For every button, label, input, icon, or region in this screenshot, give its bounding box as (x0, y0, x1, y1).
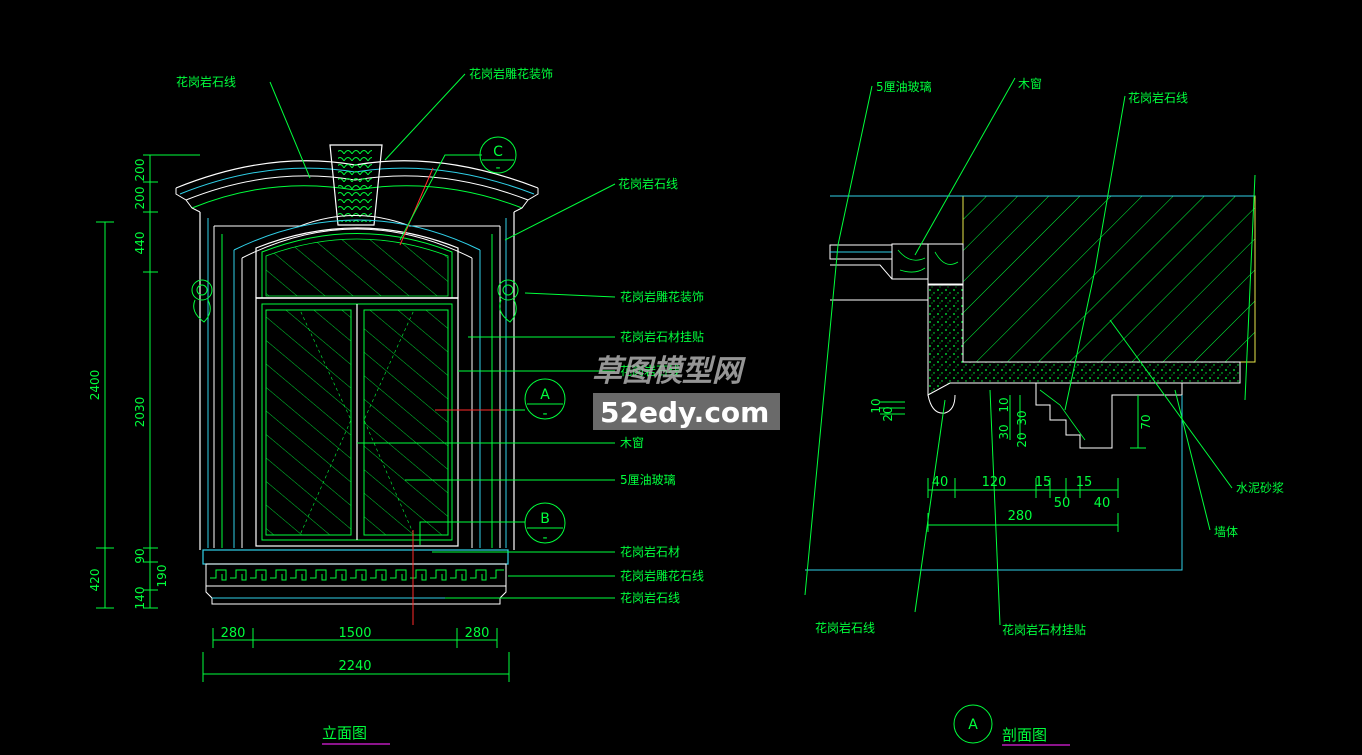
dim-sec-v20: 20 (1015, 432, 1029, 447)
dim-sec-40b: 40 (1094, 496, 1111, 511)
section-leaders (804, 77, 1233, 626)
window-surround (199, 212, 515, 550)
dim-sec-15a: 15 (1035, 475, 1052, 490)
frame-profile (829, 243, 964, 301)
label-sec-glass: 5厘油玻璃 (876, 80, 932, 94)
vertical-dimensions (96, 154, 200, 609)
keystone-ornament (329, 144, 383, 226)
glass-panes (265, 238, 449, 536)
callout-a-letter: A (540, 387, 550, 403)
dim-sec-v30: 30 (1015, 410, 1029, 425)
elevation-title: 立面图 (322, 724, 367, 742)
section-dimension-text: 40 120 15 15 50 40 280 70 10 30 20 30 10… (869, 397, 1153, 524)
dim-arch: 440 (133, 232, 147, 255)
label-sill: 花岗岩石材 (620, 544, 680, 559)
dim-sec-v70: 70 (1139, 414, 1153, 429)
callout-c-letter: C (493, 144, 503, 160)
dim-top-b: 200 (133, 187, 147, 210)
dim-base: 140 (133, 587, 147, 610)
label-keystone: 花岗岩雕花装饰 (469, 66, 553, 81)
dim-center: 1500 (338, 626, 371, 641)
dim-sec-v10b: 10 (869, 398, 883, 413)
mortar-layer (927, 284, 1241, 396)
label-base-trim: 花岗岩石线 (620, 590, 680, 605)
wall-block (830, 174, 1256, 401)
section-title-letter: A (968, 717, 978, 733)
dim-sec-v20b: 20 (881, 406, 895, 421)
dim-sec-280: 280 (1008, 509, 1033, 524)
callout-c: C - (479, 136, 517, 176)
watermark-line2: 52edy.com (600, 396, 769, 429)
sill-and-base (202, 549, 509, 605)
section-labels: 5厘油玻璃 木窗 花岗岩石线 水泥砂浆 墙体 花岗岩石线 花岗岩石材挂贴 (815, 77, 1284, 637)
dim-sec-v10: 10 (997, 397, 1011, 412)
section-dimension-lines (880, 395, 1146, 532)
section-title-mark: A (953, 704, 993, 744)
label-bracket: 花岗岩雕花装饰 (620, 289, 704, 304)
label-sec-wall: 墙体 (1214, 525, 1238, 539)
dim-sec-15b: 15 (1076, 475, 1093, 490)
dim-window: 2030 (133, 397, 147, 428)
label-sec-cladding: 花岗岩石材挂贴 (1002, 622, 1086, 637)
callout-a: A - (524, 378, 566, 422)
dim-sec-v30b: 30 (997, 424, 1011, 439)
dim-top-a: 200 (133, 159, 147, 182)
svg-text:-: - (495, 160, 500, 176)
dim-sec-120: 120 (982, 475, 1007, 490)
window-frame (255, 227, 459, 547)
section-cut-lines (399, 167, 505, 625)
watermark-badge (593, 393, 780, 430)
elevation-labels: 花岗岩石线 花岗岩雕花装饰 花岗岩石线 花岗岩雕花装饰 花岗岩石材挂贴 花岗岩石… (176, 66, 704, 605)
svg-text:-: - (542, 406, 547, 422)
label-glass: 5厘油玻璃 (620, 473, 676, 487)
label-sec-stone-line-bottom: 花岗岩石线 (815, 620, 875, 635)
section-title: 剖面图 (1002, 726, 1047, 744)
left-bracket (191, 279, 213, 323)
label-surround2: 花岗岩石线 (620, 363, 680, 378)
svg-text:-: - (542, 530, 547, 546)
label-fret-band: 花岗岩雕花石线 (620, 568, 704, 583)
label-cornice-top: 花岗岩石线 (176, 74, 236, 89)
label-surround: 花岗岩石材挂贴 (620, 329, 704, 344)
dim-sec-50: 50 (1054, 496, 1071, 511)
dim-right: 280 (465, 626, 490, 641)
watermark: 草图模型网 52edy.com (592, 354, 780, 430)
section-view: 5厘油玻璃 木窗 花岗岩石线 水泥砂浆 墙体 花岗岩石线 花岗岩石材挂贴 (804, 77, 1284, 746)
right-bracket (497, 279, 519, 323)
vertical-dimension-text: 200 200 440 2030 90 190 140 2400 420 (88, 159, 169, 610)
dim-lower: 420 (88, 569, 102, 592)
label-upper-trim: 花岗岩石线 (618, 176, 678, 191)
callout-b: B - (524, 502, 566, 546)
dim-sec-40: 40 (932, 475, 949, 490)
section-outline (805, 395, 1183, 571)
dim-total-width: 2240 (338, 659, 371, 674)
dim-sill-a: 90 (133, 548, 147, 563)
elevation-leaders (269, 73, 616, 599)
label-sec-stone-line-top: 花岗岩石线 (1128, 90, 1188, 105)
dim-left: 280 (221, 626, 246, 641)
dim-total: 2400 (88, 370, 102, 401)
callout-b-letter: B (540, 511, 550, 527)
label-sec-mortar: 水泥砂浆 (1236, 480, 1284, 495)
watermark-line1: 草图模型网 (592, 354, 746, 389)
label-frame: 木窗 (620, 436, 644, 450)
elevation-view: C - A - B - 花岗岩石线 花岗岩雕花装饰 花岗岩石线 花岗岩雕花装饰 … (88, 66, 704, 745)
horizontal-dimension-text: 280 1500 280 2240 (221, 626, 490, 674)
dim-sill-b: 190 (155, 565, 169, 588)
label-sec-frame: 木窗 (1018, 77, 1042, 91)
horizontal-dimensions (202, 628, 510, 682)
stone-molding (927, 383, 1183, 449)
